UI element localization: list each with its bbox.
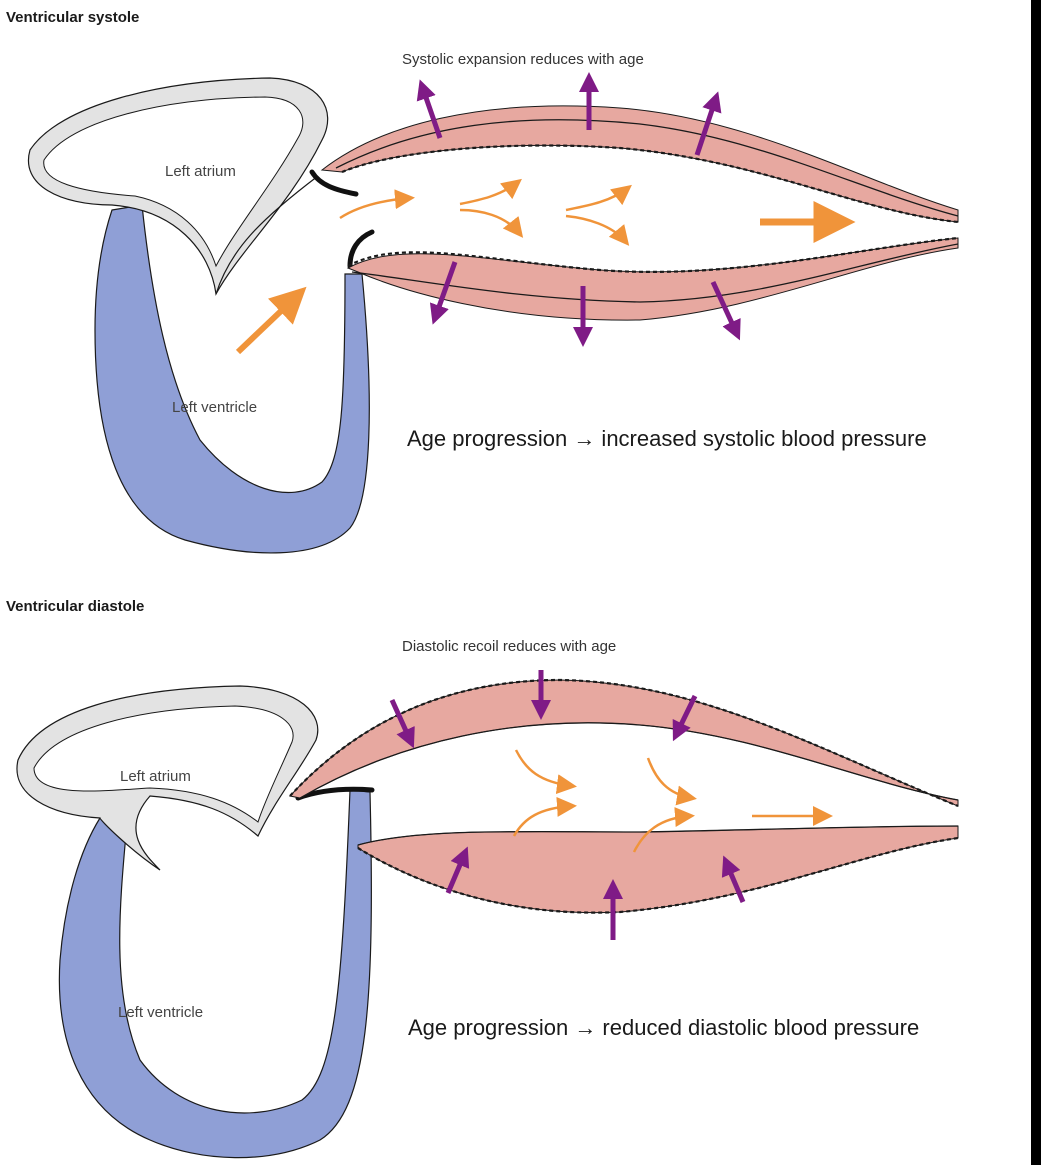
- systole-note: Systolic expansion reduces with age: [402, 51, 644, 68]
- diastole-note: Diastolic recoil reduces with age: [402, 638, 616, 655]
- systole-atrium-label: Left atrium: [165, 163, 236, 180]
- systole-title: Ventricular systole: [6, 9, 139, 26]
- systole-ventricle-label: Left ventricle: [172, 399, 257, 416]
- diastole-title: Ventricular diastole: [6, 598, 144, 615]
- diastole-ventricle-label: Left ventricle: [118, 1004, 203, 1021]
- diastole-caption: Age progression → reduced diastolic bloo…: [408, 1015, 919, 1040]
- diastole-atrium-label: Left atrium: [120, 768, 191, 785]
- systole-caption: Age progression → increased systolic blo…: [407, 426, 927, 451]
